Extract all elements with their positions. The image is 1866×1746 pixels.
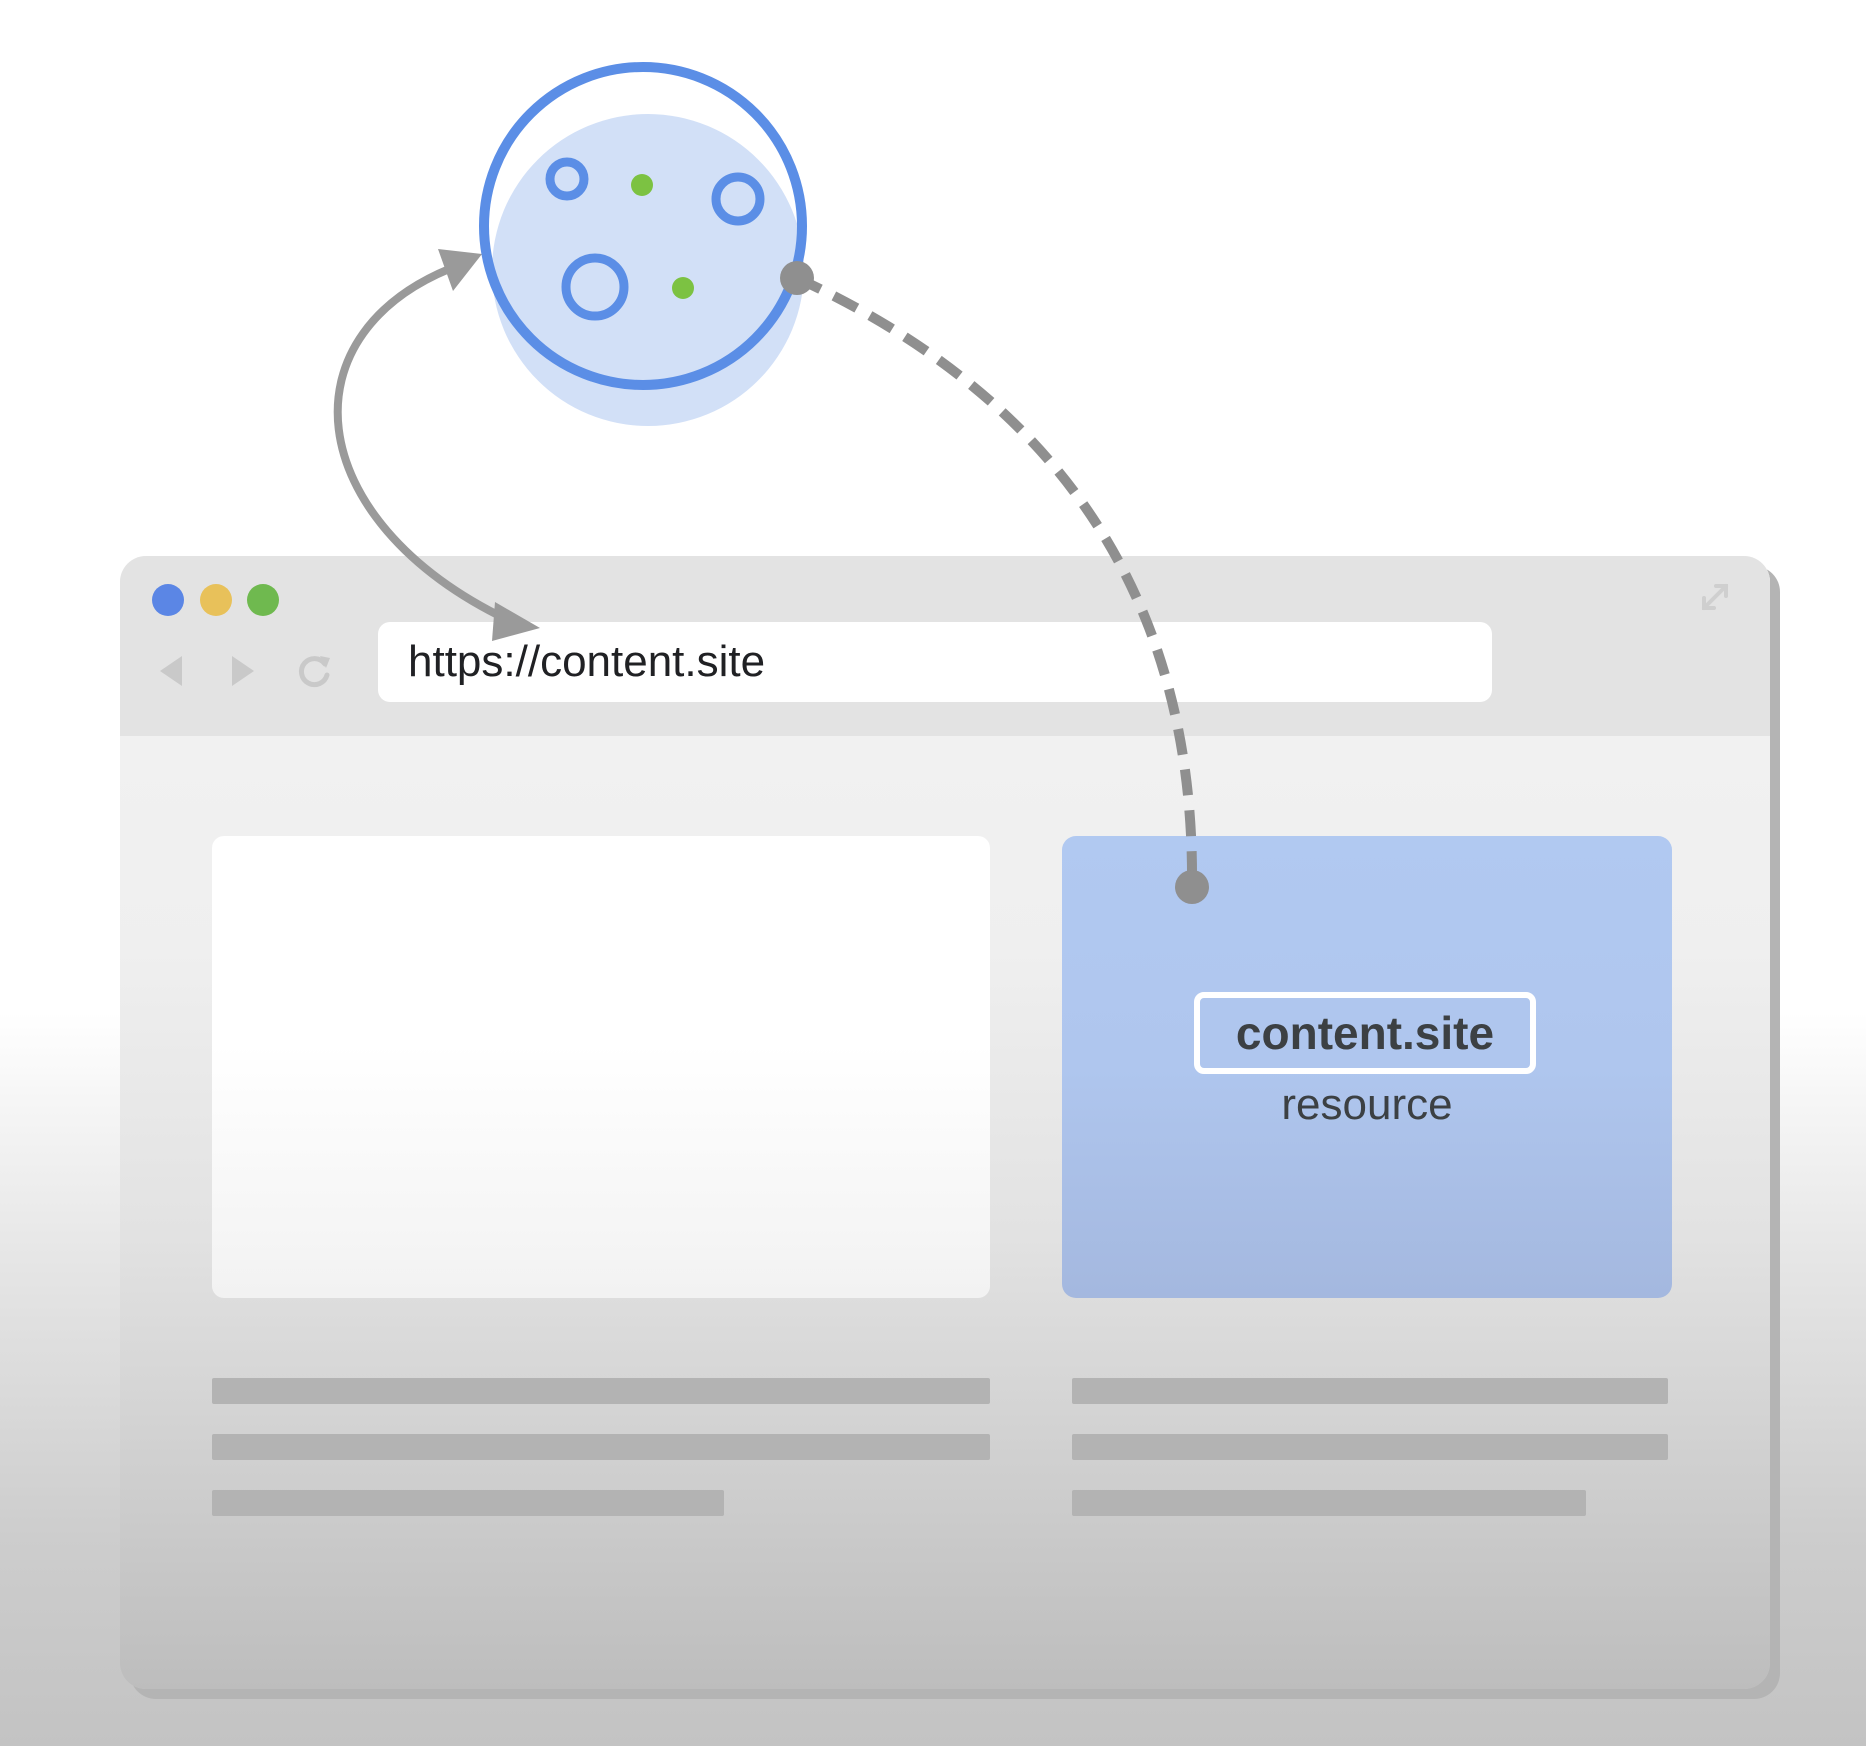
content-placeholder-panel xyxy=(212,836,990,1298)
embedded-resource-panel: content.site resource xyxy=(1062,836,1672,1298)
close-window-dot[interactable] xyxy=(152,584,184,616)
cookie-to-url-arrow xyxy=(333,249,540,641)
url-text: https://content.site xyxy=(408,637,766,686)
resource-domain-label: content.site xyxy=(1194,992,1536,1074)
text-line-placeholder xyxy=(1072,1434,1668,1460)
browser-toolbar: https://content.site xyxy=(120,556,1770,736)
maximize-window-dot[interactable] xyxy=(247,584,279,616)
back-arrow-icon[interactable] xyxy=(150,648,196,694)
browser-window: https://content.site content.site resour… xyxy=(120,556,1770,1689)
url-bar[interactable]: https://content.site xyxy=(378,622,1492,702)
text-line-placeholder xyxy=(212,1490,724,1516)
cookie-to-resource-dashed-line xyxy=(780,261,1209,904)
forward-arrow-icon[interactable] xyxy=(220,648,266,694)
minimize-window-dot[interactable] xyxy=(200,584,232,616)
text-line-placeholder xyxy=(1072,1378,1668,1404)
text-line-placeholder xyxy=(1072,1490,1586,1516)
reload-icon[interactable] xyxy=(292,648,338,694)
text-line-placeholder xyxy=(212,1434,990,1460)
text-line-placeholder xyxy=(212,1378,990,1404)
resource-caption: resource xyxy=(1281,1080,1453,1129)
cookie-icon xyxy=(479,62,807,426)
expand-icon[interactable] xyxy=(1698,580,1732,614)
